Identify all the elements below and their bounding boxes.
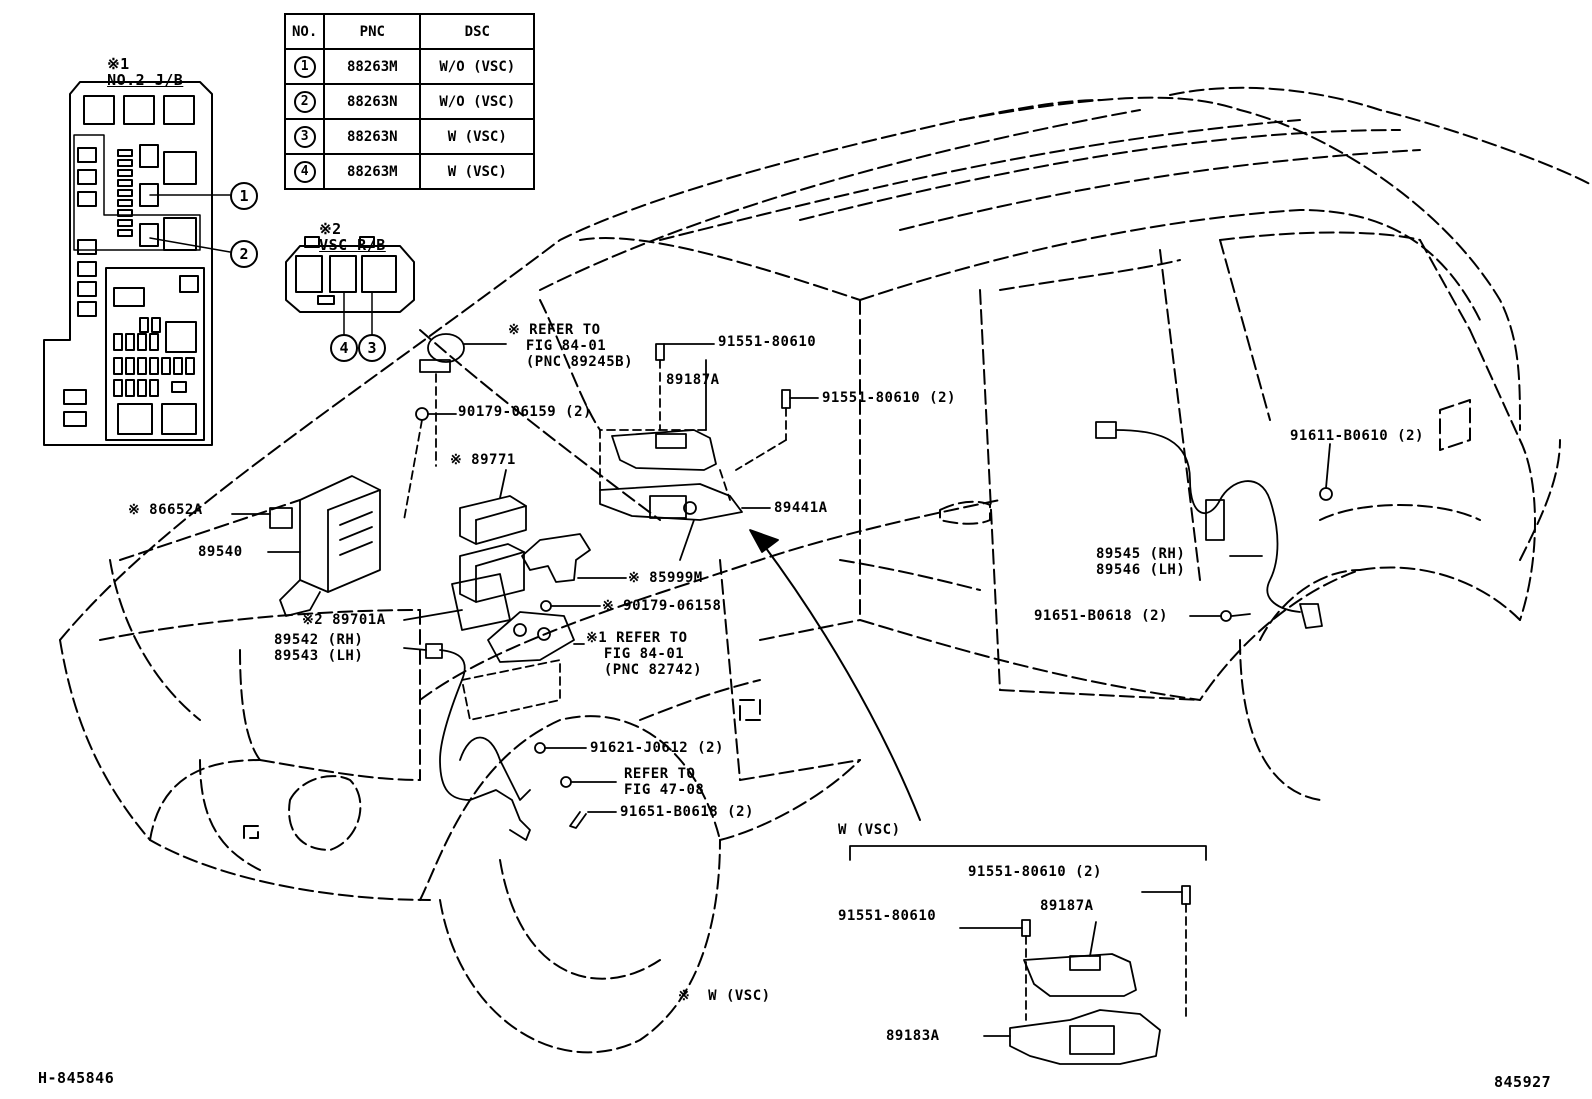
vsc-rb-name: VSC R/B xyxy=(319,236,386,254)
part-85999m: ※ 85999M xyxy=(628,570,703,586)
row-dsc: W (VSC) xyxy=(419,153,536,190)
table-row: 4 88263M W (VSC) xyxy=(283,153,536,190)
vsc-relay-block-icon xyxy=(285,236,415,337)
part-90179-06159: 90179-06159 (2) xyxy=(458,404,592,420)
part-89771: ※ 89771 xyxy=(450,452,516,468)
inset-91551-80610-2: 91551-80610 (2) xyxy=(968,864,1102,880)
table-row: 1 88263M W/O (VSC) xyxy=(283,48,536,85)
header-no: NO. xyxy=(283,13,326,50)
pnc-table: NO. PNC DSC 1 88263M W/O (VSC) 2 88263N … xyxy=(283,13,536,190)
vehicle-outline xyxy=(59,86,1592,1054)
pnc-table-header: NO. PNC DSC xyxy=(283,13,536,50)
row-no: 4 xyxy=(293,160,316,183)
callout-2: 2 xyxy=(230,240,258,268)
jb-mark: ※1 xyxy=(107,55,130,73)
row-pnc: 88263M xyxy=(323,48,422,85)
part-91611-b0610: 91611-B0610 (2) xyxy=(1290,428,1424,444)
row-dsc: W (VSC) xyxy=(419,118,536,155)
parts-solid xyxy=(231,333,1333,1065)
vsc-note: ※ W (VSC) xyxy=(678,988,771,1004)
part-89542-89543: 89542 (RH) 89543 (LH) xyxy=(274,632,364,664)
row-pnc: 88263N xyxy=(323,83,422,120)
callout-4: 4 xyxy=(330,334,358,362)
row-no: 1 xyxy=(293,55,316,78)
row-dsc: W/O (VSC) xyxy=(419,83,536,120)
refer-82742: ※1 REFER TO FIG 84-01 (PNC 82742) xyxy=(586,630,703,678)
footer-left-code: H-845846 xyxy=(38,1069,115,1087)
part-89701a: ※2 89701A xyxy=(302,612,386,628)
part-91651-b0618-front: 91651-B0618 (2) xyxy=(620,804,754,820)
part-91621-j0612: 91621-J0612 (2) xyxy=(590,740,724,756)
callout-1: 1 xyxy=(230,182,258,210)
part-86652a: ※ 86652A xyxy=(128,502,203,518)
part-89545-89546: 89545 (RH) 89546 (LH) xyxy=(1096,546,1186,578)
vsc-rb-mark: ※2 xyxy=(319,220,342,238)
inset-91551-80610: 91551-80610 xyxy=(838,908,937,924)
row-pnc: 88263N xyxy=(323,118,422,155)
part-90179-06158: ※ 90179-06158 xyxy=(602,598,722,614)
table-row: 3 88263N W (VSC) xyxy=(283,118,536,155)
part-89187a: 89187A xyxy=(666,372,720,388)
junction-block-icon xyxy=(43,81,231,446)
row-no: 2 xyxy=(293,90,316,113)
inset-89187a: 89187A xyxy=(1040,898,1094,914)
refer-47-08: REFER TO FIG 47-08 xyxy=(624,766,705,798)
row-dsc: W/O (VSC) xyxy=(419,48,536,85)
header-dsc: DSC xyxy=(419,13,536,50)
part-89441a: 89441A xyxy=(774,500,828,516)
inset-title: W (VSC) xyxy=(838,822,901,838)
jb-name: NO.2 J/B xyxy=(107,71,184,89)
row-no: 3 xyxy=(293,125,316,148)
part-89540: 89540 xyxy=(198,544,243,560)
table-row: 2 88263N W/O (VSC) xyxy=(283,83,536,120)
footer-right-code: 845927 xyxy=(1494,1073,1552,1091)
jb-title: ※1 NO.2 J/B xyxy=(88,40,183,88)
vsc-rb-title: ※2 VSC R/B xyxy=(300,205,386,253)
part-91651-b0618-rear: 91651-B0618 (2) xyxy=(1034,608,1168,624)
part-91551-80610-a: 91551-80610 xyxy=(718,334,817,350)
callout-3: 3 xyxy=(358,334,386,362)
header-pnc: PNC xyxy=(323,13,422,50)
row-pnc: 88263M xyxy=(323,153,422,190)
refer-89245b: ※ REFER TO FIG 84-01 (PNC 89245B) xyxy=(508,322,634,370)
inset-89183a: 89183A xyxy=(886,1028,940,1044)
part-91551-80610-2: 91551-80610 (2) xyxy=(822,390,956,406)
